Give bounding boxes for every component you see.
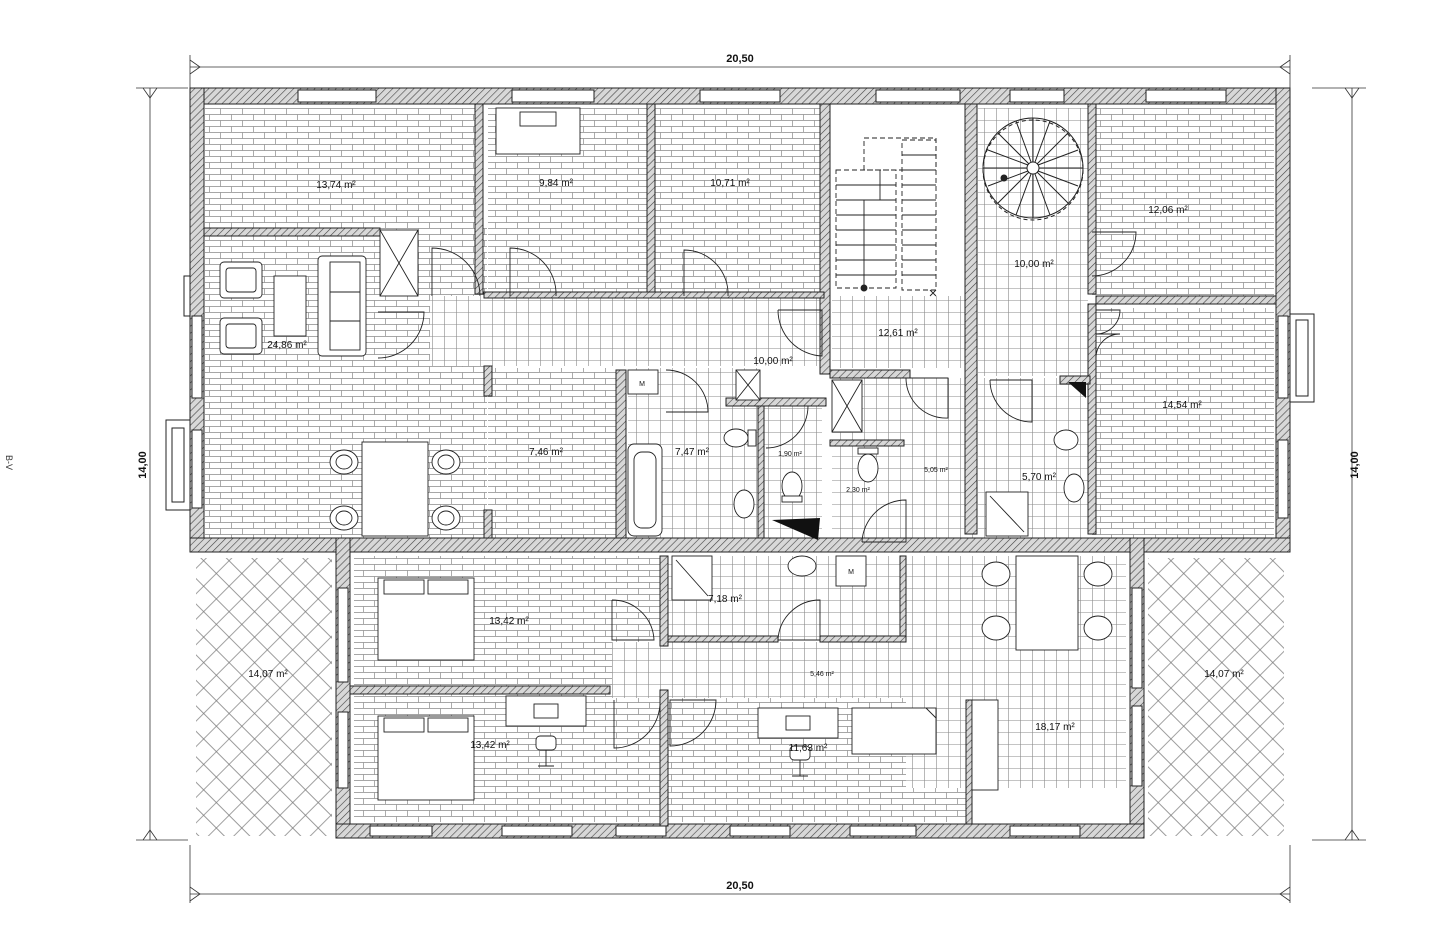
dimension-right: 14,00	[1349, 451, 1361, 479]
dimension-lines	[136, 55, 1366, 903]
room-area-r17: 13,42 m²	[489, 616, 529, 627]
spiral-stair	[982, 117, 1084, 221]
room-area-r09: 14,54 m²	[1162, 400, 1202, 411]
room-area-r18: 7,18 m²	[708, 594, 743, 605]
room-area-r10: 7,46 m²	[529, 447, 564, 458]
straight-stair	[835, 137, 937, 297]
room-area-r23: 18,17 m²	[1035, 722, 1075, 733]
room-area-r06: 24,86 m²	[267, 340, 307, 351]
room-area-r02: 9,84 m²	[539, 178, 574, 189]
room-area-r20: 14,07 m²	[1204, 669, 1244, 680]
room-area-r01: 13,74 m²	[316, 180, 356, 191]
bedroom-furniture	[377, 107, 1113, 801]
room-area-r19: 5,46 m²	[810, 671, 834, 678]
room-area-r16: 14,07 m²	[248, 669, 288, 680]
dimension-bottom: 20,50	[726, 880, 754, 892]
floor-finishes	[196, 108, 1284, 836]
room-area-r08: 10,00 m²	[753, 356, 793, 367]
room-labels: 13,74 m² 9,84 m² 10,71 m² 12,06 m² 10,00…	[248, 178, 1244, 754]
dimension-top: 20,50	[726, 53, 754, 65]
room-area-r03: 10,71 m²	[710, 178, 750, 189]
door-swings	[377, 231, 1137, 749]
bathroom-fixtures	[627, 369, 1085, 601]
room-area-r12: 1,90 m²	[778, 451, 802, 458]
meter-box-2: M	[848, 569, 854, 576]
meter-box-1: M	[639, 381, 645, 388]
edge-mark: B-V	[4, 455, 14, 470]
room-area-r05: 10,00 m²	[1014, 259, 1054, 270]
stair-arrows	[772, 382, 1086, 540]
room-area-r14: 5,05 m²	[924, 467, 948, 474]
room-area-r07: 12,61 m²	[878, 328, 918, 339]
windows	[165, 89, 1315, 837]
room-area-r15: 5,70 m²	[1022, 472, 1057, 483]
room-area-r04: 12,06 m²	[1148, 205, 1188, 216]
living-furniture	[219, 229, 461, 537]
dimension-left: 14,00	[137, 451, 149, 479]
room-area-r13: 2,30 m²	[846, 487, 870, 494]
room-area-r11: 7,47 m²	[675, 447, 710, 458]
room-area-r21: 13,42 m²	[470, 740, 510, 751]
room-area-r22: 11,63 m²	[789, 743, 828, 754]
